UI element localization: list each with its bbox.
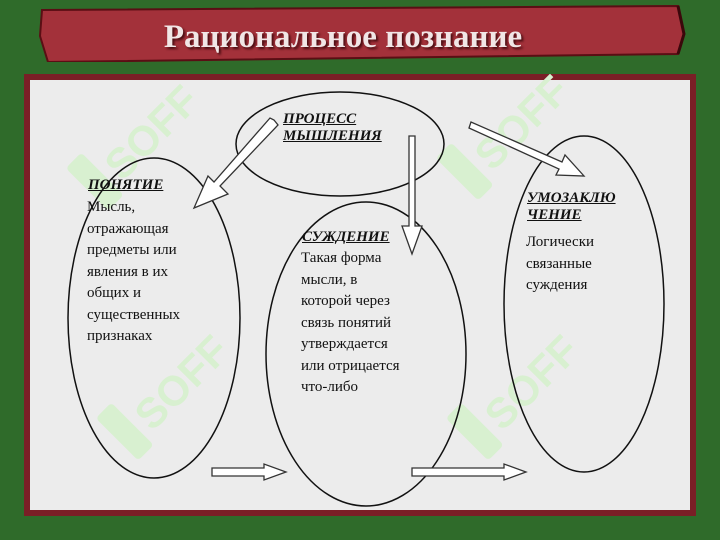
arrow-judgment-to-inference xyxy=(411,463,528,481)
arrow-to-concept xyxy=(192,117,279,210)
inference-title-line-1: УМОЗАКЛЮ xyxy=(527,190,616,206)
concept-title: ПОНЯТИЕ xyxy=(88,177,164,193)
page-title: Рациональное познание xyxy=(163,19,523,55)
watermark-logo xyxy=(67,154,123,209)
ellipse-inference xyxy=(503,135,665,473)
watermark-logo xyxy=(97,404,153,459)
inference-title-line-2: ЧЕНИЕ xyxy=(527,207,582,223)
inference-title: УМОЗАКЛЮ ЧЕНИЕ xyxy=(527,190,637,224)
ellipse-process xyxy=(235,91,445,197)
arrow-concept-to-judgment xyxy=(211,463,288,481)
diagram-shapes xyxy=(67,91,665,507)
watermark-logo xyxy=(437,144,493,199)
arrow-to-inference xyxy=(468,121,586,177)
concept-text: Мысль, отражающая предметы или явления в… xyxy=(87,199,181,344)
ellipse-concept xyxy=(67,157,241,479)
judgment-text: Такая форма мысли, в которой через связь… xyxy=(301,250,400,395)
judgment-title: СУЖДЕНИЕ xyxy=(302,229,390,245)
watermark-layer: SOFF SOFF SOFF SOFF xyxy=(67,74,588,459)
title-banner xyxy=(38,4,686,62)
ellipse-judgment xyxy=(265,201,467,507)
arrow-to-judgment xyxy=(401,135,423,256)
inference-text: Логически связанные суждения xyxy=(526,234,595,293)
watermark-logo xyxy=(447,404,503,459)
process-title: ПРОЦЕСС МЫШЛЕНИЯ xyxy=(283,111,382,144)
